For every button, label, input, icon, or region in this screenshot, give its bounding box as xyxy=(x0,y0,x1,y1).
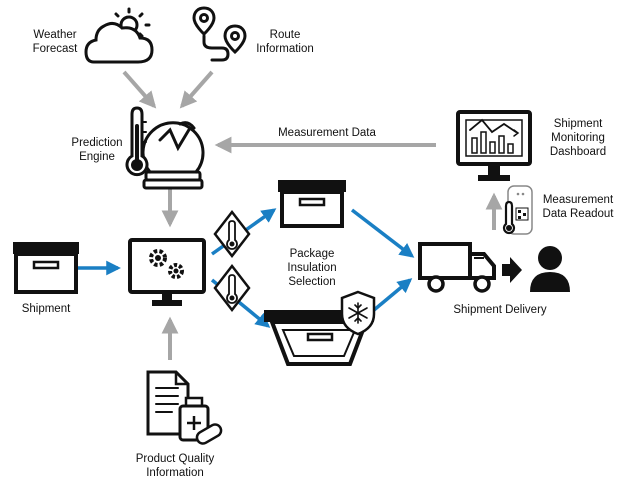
readout-line-1: Measurement xyxy=(542,194,614,206)
dashboard-line-3: Dashboard xyxy=(549,146,607,158)
product-quality-line-1: Product Quality xyxy=(135,453,215,465)
box-icon xyxy=(13,242,79,294)
arrow-route-to-engine xyxy=(179,70,214,109)
shipment-text: Shipment xyxy=(21,303,71,315)
route-information-line-1: Route xyxy=(269,29,301,41)
weather-forecast-line-1: Weather xyxy=(33,29,77,41)
prediction-engine-line-1: Prediction xyxy=(71,137,123,149)
arrow-box-b-to-truck xyxy=(372,278,413,312)
arrow-box-a-to-truck xyxy=(350,208,415,258)
gray-arrows xyxy=(122,70,503,360)
product-quality-line-2: Information xyxy=(146,467,204,479)
shipment-delivery-label: Shipment Delivery xyxy=(440,303,560,317)
package-insulation-selection-label: Package Insulation Selection xyxy=(274,247,350,289)
document-vial-icon xyxy=(146,370,223,445)
package-line-1: Package xyxy=(289,248,335,260)
route-pin-icon xyxy=(192,6,247,62)
weather-forecast-line-2: Forecast xyxy=(32,43,78,55)
snowflake-shield-icon xyxy=(340,290,376,336)
measurement-data-text: Measurement Data xyxy=(278,127,376,139)
arrow-weather-to-engine xyxy=(122,70,157,109)
dashboard-line-2: Monitoring xyxy=(551,132,605,144)
prediction-engine-label: Prediction Engine xyxy=(60,136,134,164)
package-standard-icon xyxy=(278,180,346,228)
shipment-label: Shipment xyxy=(10,302,82,316)
truck-icon xyxy=(418,242,496,293)
shipment-delivery-text: Shipment Delivery xyxy=(453,304,547,316)
weather-forecast-label: Weather Forecast xyxy=(20,28,90,56)
person-icon xyxy=(530,246,570,292)
gears-monitor-icon xyxy=(128,238,206,306)
chart-monitor-icon xyxy=(456,110,532,181)
cloud-sun-icon xyxy=(84,7,154,64)
prediction-engine-line-2: Engine xyxy=(79,151,115,163)
package-line-2: Insulation xyxy=(287,262,337,274)
readout-line-2: Data Readout xyxy=(542,208,614,220)
handover-arrow-icon xyxy=(502,257,522,283)
measurement-data-label: Measurement Data xyxy=(262,126,392,140)
product-quality-information-label: Product Quality Information xyxy=(118,452,232,480)
crystal-ball-thermometer-icon xyxy=(125,106,205,190)
shipment-monitoring-dashboard-label: Shipment Monitoring Dashboard xyxy=(536,117,620,159)
route-information-line-2: Information xyxy=(256,43,314,55)
package-line-3: Selection xyxy=(288,276,336,288)
measurement-data-readout-label: Measurement Data Readout xyxy=(534,193,622,221)
data-logger-icon xyxy=(502,185,533,235)
route-information-label: Route Information xyxy=(248,28,322,56)
temperature-diamond-lower-icon xyxy=(213,263,251,313)
temperature-diamond-upper-icon xyxy=(213,209,251,259)
blue-arrows xyxy=(78,208,415,328)
dashboard-line-1: Shipment xyxy=(553,118,603,130)
